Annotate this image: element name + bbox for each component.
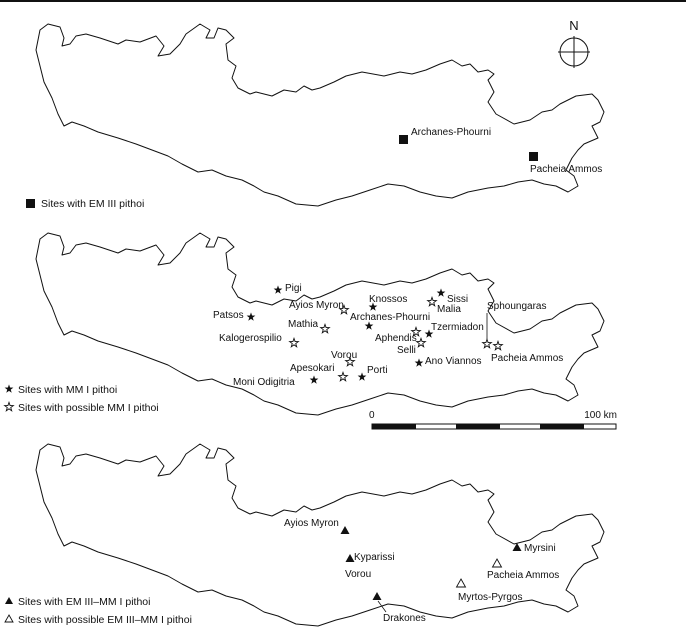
crete-outline — [35, 23, 605, 207]
site-label: Vorou — [331, 350, 357, 361]
site-marker — [338, 371, 348, 382]
site-label: Mathia — [288, 319, 318, 330]
site-marker — [289, 337, 299, 348]
site-label: Vorou — [345, 569, 371, 580]
site-marker — [273, 285, 283, 294]
scale-bar-segment — [372, 424, 416, 429]
site-marker — [455, 578, 467, 588]
site-label: Drakones — [383, 613, 426, 624]
site-marker — [345, 554, 355, 562]
compass-north-label: N — [569, 18, 578, 33]
legend-panel-1: Sites with EM III pithoi — [26, 198, 144, 210]
scale-bar-segment — [540, 424, 584, 429]
site-label: Pacheia Ammos — [487, 570, 559, 581]
site-label: Myrsini — [524, 543, 556, 554]
site-label: Patsos — [213, 310, 244, 321]
map-panel-em3: N Archanes-Phourni Pacheia Ammos Sites w… — [26, 18, 605, 210]
legend-symbol — [5, 597, 13, 604]
legend-symbol — [26, 199, 35, 208]
site-label: Knossos — [369, 294, 407, 305]
site-marker — [529, 152, 538, 161]
site-marker — [399, 135, 408, 144]
scale-bar-segment — [456, 424, 500, 429]
map-panel-em3-mm1: Ayios Myron Kyparissi Vorou Myrsini Pach… — [4, 443, 605, 627]
site-marker — [372, 592, 382, 600]
legend-text: Sites with EM III pithoi — [41, 198, 144, 210]
site-label: Kyparissi — [354, 552, 395, 563]
legend-text: Sites with MM I pithoi — [18, 384, 117, 396]
site-label: Tzermiadon — [431, 322, 484, 333]
site-label: Myrtos-Pyrgos — [458, 592, 522, 603]
site-label: Archanes-Phourni — [411, 127, 491, 138]
site-marker — [340, 526, 350, 534]
legend-text: Sites with EM III–MM I pithoi — [18, 596, 150, 608]
legend-panel-3: Sites with EM III–MM I pithoi Sites with… — [4, 596, 192, 626]
site-label: Sphoungaras — [487, 301, 547, 312]
site-label: Selli — [397, 345, 416, 356]
site-label: Pacheia Ammos — [491, 353, 563, 364]
legend-panel-2: Sites with MM I pithoi Sites with possib… — [4, 384, 159, 414]
legend-text: Sites with possible EM III–MM I pithoi — [18, 614, 192, 626]
legend-symbol — [4, 401, 14, 412]
site-marker — [414, 358, 424, 367]
site-label: Malia — [437, 304, 461, 315]
site-marker — [482, 338, 492, 349]
site-label: Archanes-Phourni — [350, 312, 430, 323]
site-label: Sissi — [447, 294, 468, 305]
site-label: Ano Viannos — [425, 356, 482, 367]
site-label: Pigi — [285, 283, 302, 294]
legend-text: Sites with possible MM I pithoi — [18, 402, 159, 414]
crete-outline — [35, 232, 605, 416]
site-marker — [416, 337, 426, 348]
site-label: Kalogerospilio — [219, 333, 282, 344]
leader-line — [377, 600, 387, 613]
site-marker — [357, 372, 367, 381]
site-marker — [320, 323, 330, 334]
site-label: Ayios Myron — [284, 518, 339, 529]
compass-rose: N — [558, 18, 590, 68]
scale-start-label: 0 — [369, 410, 375, 421]
legend-symbol — [4, 614, 14, 623]
site-label: Porti — [367, 365, 388, 376]
site-label: Pacheia Ammos — [530, 164, 602, 175]
site-label: Aphendis — [375, 333, 417, 344]
site-marker — [427, 296, 437, 307]
legend-symbol — [4, 384, 14, 393]
site-marker — [491, 558, 503, 568]
site-label: Apesokari — [290, 363, 334, 374]
site-marker — [309, 375, 319, 384]
scale-end-label: 100 km — [584, 410, 617, 421]
site-label: Ayios Myron — [289, 300, 344, 311]
scale-bar: 0 100 km — [369, 410, 617, 430]
site-marker — [436, 288, 446, 297]
site-label: Moni Odigitria — [233, 377, 295, 388]
site-marker — [493, 340, 503, 351]
site-marker — [512, 543, 522, 551]
map-panel-mm1: Pigi Patsos Ayios Myron Mathia Kalogeros… — [4, 232, 617, 430]
site-marker — [246, 312, 256, 321]
